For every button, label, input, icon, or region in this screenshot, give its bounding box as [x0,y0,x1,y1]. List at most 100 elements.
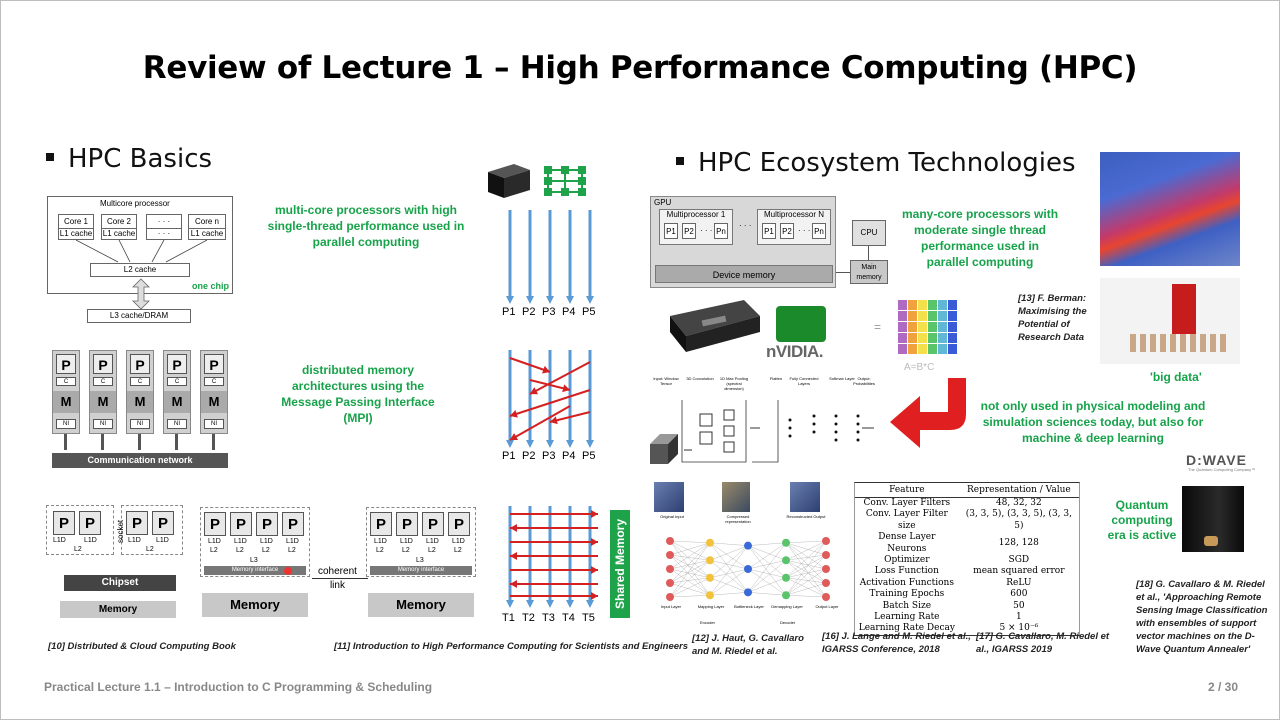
l2-cache-box: L2 cache [90,263,190,277]
table-cell-feature: Optimizer [884,555,930,566]
network-edge [785,577,827,584]
network-neuron [782,556,790,565]
timeline-arrowhead [566,440,574,448]
ref-18: [18] G. Cavallaro & M. Riedel et al., 'A… [1136,579,1268,655]
memory-box: Memory [368,593,474,617]
network-edge [747,568,787,578]
l1d-label: L1D [208,538,221,545]
l1d-label: L1D [234,538,247,545]
l1-label: · · · [147,228,181,238]
processor-p: P [152,511,174,535]
process-label: P4 [562,450,576,462]
cnn-layers-graphic [650,400,874,464]
page-number: 2 / 30 [1208,680,1239,694]
thread-label: T1 [502,612,515,624]
table-cell-value: (3, 3, 5), (3, 3, 5), (3, 3, 5) [965,509,1072,531]
network-edge [709,545,749,561]
cnn-stage-label: Fully Connected Layers [789,376,819,386]
process-label: P3 [542,450,556,462]
timeline-arrowhead [546,440,554,448]
message-arrow [509,357,551,373]
network-edge [785,568,827,578]
gpu-core-p2: P2 [780,223,794,239]
timeline-arrowhead [586,600,594,608]
matrix-cell [898,344,907,354]
table-cell-value: 5 × 10⁻⁶ [999,623,1039,634]
matrix-cell [898,333,907,343]
network-edge [747,542,787,570]
matrix-cell [918,322,927,332]
matrix-cell [948,311,957,321]
core-label: · · · [157,217,171,226]
timeline-arrowhead [506,600,514,608]
network-edge [785,540,827,561]
quantum-caption: Quantum computing era is active [1107,498,1177,542]
dwave-machine-image [1182,486,1244,552]
network-neuron [822,537,830,545]
message-arrowhead [510,433,519,441]
l2-label: L2 [402,547,410,554]
network-edge [669,554,711,578]
socket-box [200,507,310,577]
device-memory-bar: Device memory [655,265,833,283]
timeline-arrowhead [506,296,514,304]
network-edge [669,542,711,584]
network-edge [669,554,711,561]
cnn-stage-label: 1D Max Pooling (spectral dimension) [719,376,749,391]
network-edge [709,542,749,593]
gpu-card-icon [670,300,760,352]
process-label: P1 [502,306,516,318]
network-edge [785,540,827,543]
network-edge [669,560,711,598]
cpu-memory-link [868,246,869,260]
network-edge [709,577,749,593]
network-edge [669,542,711,598]
timeline-arrowhead [546,600,554,608]
autoencoder-layer-label: Bottleneck Layer [734,604,764,609]
core-box: · · · · · · [146,214,182,240]
table-cell-value: ReLU [1006,577,1032,588]
processor-p: P [204,354,224,374]
network-interface-ni: NI [56,419,76,429]
slide-title: Review of Lecture 1 – High Performance C… [142,50,1138,86]
processor-p: P [282,512,304,536]
nvidia-eye-icon [776,306,826,342]
matrix-cell [908,300,917,310]
network-edge [785,568,827,596]
cache-c: C [93,377,113,386]
cnn-stage-label: Softmax Layer [829,376,855,381]
timeline-arrowhead [506,440,514,448]
multicore-caption: multi-core processors with high single-t… [267,203,465,249]
message-arrowhead [510,410,518,418]
l2-label: L2 [146,546,154,553]
network-edge [669,560,711,584]
table-cell-value: 1 [1015,612,1022,623]
timeline-arrowhead [586,296,594,304]
ref-17: [17] G. Cavallaro, M. Riedel et al., IGA… [976,631,1110,655]
matrix-cell [898,311,907,321]
gpu-dots: · · · [798,226,811,235]
network-edge [669,577,711,598]
memory-interface-bar: Memory interface [370,566,472,575]
processor-p: P [230,512,252,536]
network-edge [669,560,711,570]
network-neuron [666,593,674,601]
timeline-arrowhead [526,440,534,448]
timeline-arrowhead [566,296,574,304]
chipset-box: Chipset [64,575,176,591]
dwave-tagline: The Quantum Computing Company™ [1188,467,1256,472]
table-row: Conv. Layer Filter size(3, 3, 5), (3, 3,… [855,509,1079,532]
matrix-cell [938,322,947,332]
gpu-cpu-link [836,272,850,273]
network-edge [785,542,827,570]
l2-label: L2 [74,546,82,553]
table-cell-value: 128, 128 [998,537,1039,548]
ml-caption: not only used in physical modeling and s… [980,399,1206,445]
process-label: P3 [542,306,556,318]
message-arrowhead [591,510,598,518]
processor-p: P [126,511,148,535]
l1d-label: L1D [260,538,273,545]
